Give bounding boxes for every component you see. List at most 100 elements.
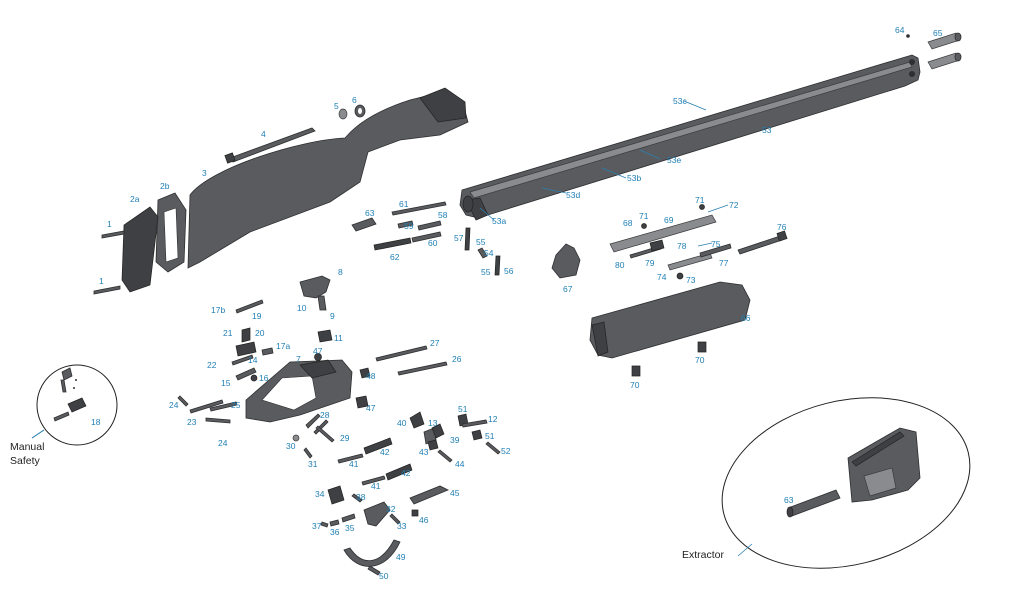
label-62: 62 <box>390 252 400 262</box>
label-46: 46 <box>419 515 429 525</box>
forend <box>589 281 751 359</box>
label-48: 48 <box>366 371 376 381</box>
label-19: 19 <box>252 311 262 321</box>
leader-lines <box>31 100 729 439</box>
label-53e: 53e <box>667 155 681 165</box>
label-6: 6 <box>352 95 357 105</box>
label-42b: 42 <box>401 468 411 478</box>
label-42a: 42 <box>380 447 390 457</box>
part-47a <box>314 353 322 361</box>
part-52 <box>485 441 501 455</box>
part-17a <box>261 347 274 356</box>
part-39 <box>431 423 445 439</box>
part-47b <box>355 395 369 409</box>
spring-42a <box>363 437 393 455</box>
part-59 <box>397 220 414 229</box>
label-1a: 1 <box>107 219 112 229</box>
stock <box>187 89 469 269</box>
label-31: 31 <box>308 459 318 469</box>
label-18: 18 <box>91 417 101 427</box>
barrel-assembly <box>459 32 962 221</box>
pin-24b <box>205 417 231 424</box>
label-16: 16 <box>259 373 269 383</box>
part-22 <box>231 354 254 366</box>
part-44 <box>437 449 453 463</box>
label-78: 78 <box>677 241 687 251</box>
label-39: 39 <box>450 435 460 445</box>
label-22: 22 <box>207 360 217 370</box>
part-46 <box>411 509 419 517</box>
part-45 <box>409 485 449 505</box>
label-71a: 71 <box>639 211 649 221</box>
rod-26 <box>397 361 448 376</box>
label-51a: 51 <box>458 404 468 414</box>
label-29: 29 <box>340 433 350 443</box>
label-76: 76 <box>777 222 787 232</box>
part-28b <box>313 419 329 435</box>
part-73 <box>676 272 684 280</box>
label-58: 58 <box>438 210 448 220</box>
label-55b: 55 <box>481 267 491 277</box>
label-13: 13 <box>428 418 438 428</box>
trigger-32 <box>363 501 391 527</box>
label-34: 34 <box>315 489 325 499</box>
label-14: 14 <box>248 355 258 365</box>
part-48 <box>359 367 371 379</box>
label-51b: 51 <box>485 431 495 441</box>
extractor-parts <box>351 201 501 276</box>
part-33 <box>389 513 401 525</box>
label-2b: 2b <box>160 181 170 191</box>
label-35: 35 <box>345 523 355 533</box>
label-53b: 53b <box>627 173 641 183</box>
label-41a: 41 <box>349 459 359 469</box>
label-20: 20 <box>255 328 265 338</box>
label-79: 79 <box>645 258 655 268</box>
label-71b: 71 <box>695 195 705 205</box>
part-35 <box>341 513 356 523</box>
spring-77 <box>699 243 732 258</box>
part-43 <box>427 439 439 451</box>
label-57: 57 <box>454 233 464 243</box>
part-58 <box>417 220 442 231</box>
part-40 <box>409 411 425 429</box>
pin-24a <box>177 395 189 407</box>
part-17b <box>235 299 264 314</box>
extractor-63 <box>351 217 377 232</box>
label-75: 75 <box>711 239 721 249</box>
recoil-pad <box>121 206 159 293</box>
extractor-inset <box>721 397 971 569</box>
label-53c: 53c <box>673 96 687 106</box>
pad-screw-lower <box>93 285 121 295</box>
extractor-closeup <box>787 489 841 517</box>
label-28: 28 <box>320 410 330 420</box>
label-59: 59 <box>404 221 414 231</box>
label-50: 50 <box>379 571 389 581</box>
label-23: 23 <box>187 417 197 427</box>
part-29 <box>315 425 335 443</box>
label-1b: 1 <box>99 276 104 286</box>
part-38 <box>351 493 363 503</box>
label-44: 44 <box>455 459 465 469</box>
label-67: 67 <box>563 284 573 294</box>
washer <box>338 108 348 120</box>
label-60: 60 <box>428 238 438 248</box>
label-3: 3 <box>202 168 207 178</box>
label-41b: 41 <box>371 481 381 491</box>
label-52: 52 <box>501 446 511 456</box>
pin-41a <box>337 453 364 464</box>
spring-23 <box>189 399 224 414</box>
label-43: 43 <box>419 447 429 457</box>
label-7: 7 <box>296 354 301 364</box>
receiver-assembly <box>177 275 501 576</box>
label-2a: 2a <box>130 194 140 204</box>
top-lever <box>299 275 331 299</box>
label-54: 54 <box>484 248 494 258</box>
label-4: 4 <box>261 129 266 139</box>
label-17a: 17a <box>276 341 290 351</box>
label-21: 21 <box>223 328 233 338</box>
forend-assembly <box>551 204 788 377</box>
label-55a: 55 <box>476 237 486 247</box>
screw-71 <box>699 204 705 210</box>
label-74: 74 <box>657 272 667 282</box>
